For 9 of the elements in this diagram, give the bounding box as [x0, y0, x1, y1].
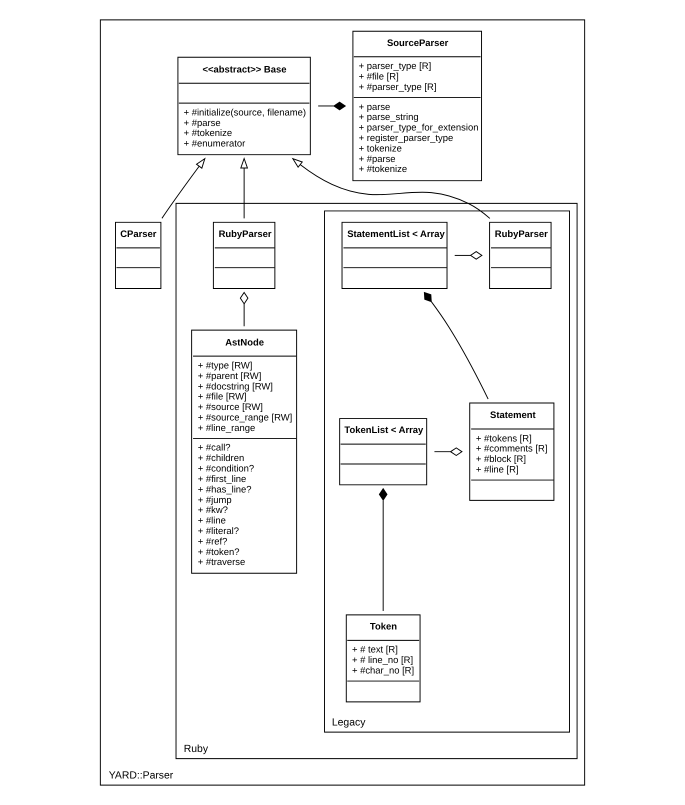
connector — [454, 251, 483, 260]
connector — [240, 292, 248, 327]
connector — [424, 292, 489, 400]
arrow — [292, 158, 490, 219]
connector — [378, 488, 388, 612]
connector — [318, 102, 346, 110]
arrow — [161, 157, 206, 219]
arrow — [240, 157, 248, 219]
connector — [434, 447, 463, 456]
